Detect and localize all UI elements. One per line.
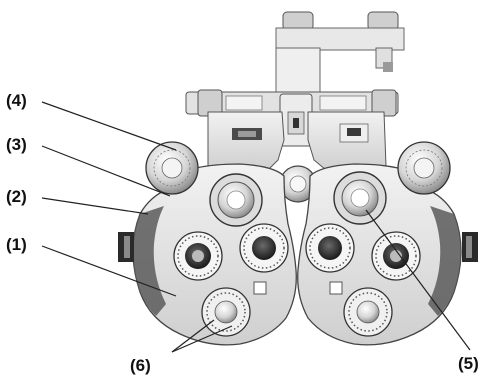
right-bottom-dial xyxy=(344,288,392,336)
left-sphere-dial xyxy=(174,232,222,280)
callout-label-1: (1) xyxy=(6,236,27,253)
right-viewing-aperture xyxy=(334,172,386,224)
left-indicator-square xyxy=(254,282,266,294)
right-cylinder-dial xyxy=(306,224,354,272)
callout-label-6: (6) xyxy=(130,357,151,374)
right-upper-dial xyxy=(398,142,450,194)
leader-line-4 xyxy=(42,102,176,150)
left-cylinder-dial xyxy=(240,224,288,272)
right-housing xyxy=(308,112,386,170)
leader-line-2 xyxy=(42,198,148,214)
left-upper-dial xyxy=(146,142,198,194)
left-viewing-aperture xyxy=(210,174,262,226)
left-housing xyxy=(208,112,284,170)
callout-label-4: (4) xyxy=(6,92,27,109)
callout-label-5: (5) xyxy=(458,355,479,372)
right-indicator-square xyxy=(330,282,342,294)
top-mount-bracket xyxy=(276,12,404,94)
callout-label-2: (2) xyxy=(6,188,27,205)
callout-label-3: (3) xyxy=(6,136,27,153)
